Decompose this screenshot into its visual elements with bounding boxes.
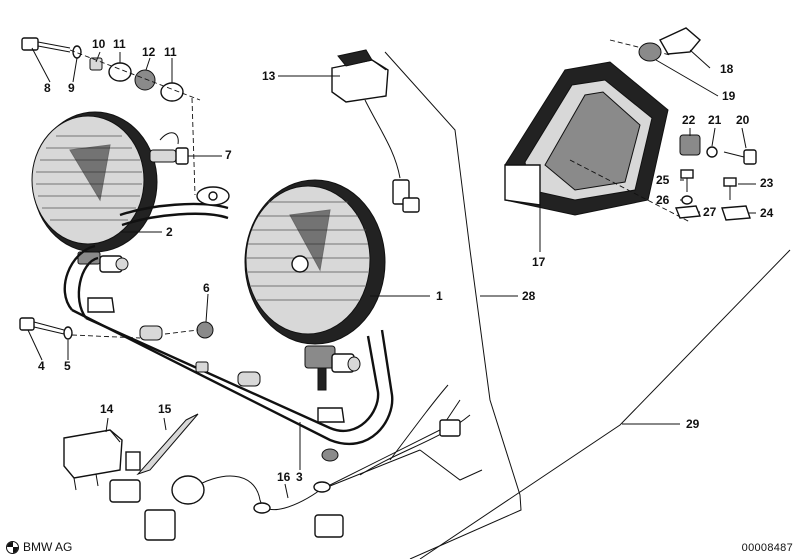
relay-14 bbox=[63, 429, 123, 491]
brand-footer: BMW AG bbox=[6, 540, 72, 554]
bracket-22 bbox=[679, 134, 701, 156]
callout-4: 4 bbox=[38, 359, 45, 373]
leader-lines bbox=[27, 47, 756, 499]
right-fog-lamp bbox=[244, 179, 386, 391]
callout-10: 10 bbox=[92, 37, 106, 51]
callout-23: 23 bbox=[760, 176, 774, 190]
callout-1: 1 bbox=[436, 289, 443, 303]
callout-22: 22 bbox=[682, 113, 696, 127]
nut-6 bbox=[196, 321, 214, 339]
callout-26: 26 bbox=[656, 193, 670, 207]
callout-14: 14 bbox=[100, 402, 114, 416]
group-divider-29 bbox=[419, 249, 791, 559]
callout-18: 18 bbox=[720, 62, 734, 76]
callout-19: 19 bbox=[722, 89, 736, 103]
callout-7: 7 bbox=[225, 148, 232, 162]
nut-24 bbox=[721, 205, 751, 221]
callout-20: 20 bbox=[736, 113, 750, 127]
wiring-harness-16 bbox=[109, 384, 483, 541]
nut-10 bbox=[89, 57, 103, 71]
callout-27: 27 bbox=[703, 205, 717, 219]
grommet-11b bbox=[160, 82, 184, 102]
clip-18 bbox=[659, 27, 701, 55]
callout-28: 28 bbox=[522, 289, 536, 303]
callout-29: 29 bbox=[686, 417, 700, 431]
cable-tie-15 bbox=[125, 413, 199, 476]
callout-25: 25 bbox=[656, 173, 670, 187]
screw-23 bbox=[723, 177, 737, 200]
bushing-12 bbox=[134, 69, 156, 91]
callout-17: 17 bbox=[532, 255, 546, 269]
callout-11b: 11 bbox=[164, 45, 177, 59]
callout-8: 8 bbox=[44, 81, 51, 95]
callout-13: 13 bbox=[262, 69, 276, 83]
bmw-logo-icon bbox=[6, 540, 19, 554]
mounting-bar bbox=[63, 244, 394, 446]
bolt-4 bbox=[19, 317, 65, 335]
bolt-20 bbox=[723, 149, 757, 165]
housing-17 bbox=[504, 39, 691, 223]
drawing-number: 00008487 bbox=[741, 542, 793, 554]
grommet-19 bbox=[638, 42, 662, 62]
switch-13 bbox=[331, 49, 420, 213]
callout-2: 2 bbox=[166, 225, 173, 239]
washer-21 bbox=[706, 146, 718, 158]
callout-16: 16 bbox=[277, 470, 291, 484]
callout-21: 21 bbox=[708, 113, 722, 127]
callout-24: 24 bbox=[760, 206, 774, 220]
bulb-7 bbox=[149, 132, 220, 165]
group-divider-28 bbox=[384, 51, 522, 559]
screw-25 bbox=[680, 169, 694, 192]
callout-6: 6 bbox=[203, 281, 210, 295]
brand-name: BMW AG bbox=[23, 540, 73, 554]
callout-9: 9 bbox=[68, 81, 75, 95]
washer-26 bbox=[681, 195, 693, 205]
clip-27 bbox=[675, 205, 701, 219]
callout-5: 5 bbox=[64, 359, 71, 373]
callout-15: 15 bbox=[158, 402, 172, 416]
callout-12: 12 bbox=[142, 45, 156, 59]
grommet-11a bbox=[108, 62, 132, 82]
left-fog-lamp bbox=[31, 111, 158, 273]
bolt-dashes bbox=[69, 49, 201, 196]
callout-11a: 11 bbox=[113, 37, 126, 51]
lamp-brace bbox=[119, 186, 230, 227]
bolt-8 bbox=[21, 37, 71, 53]
washer-5 bbox=[63, 326, 73, 340]
callout-3: 3 bbox=[296, 470, 303, 484]
